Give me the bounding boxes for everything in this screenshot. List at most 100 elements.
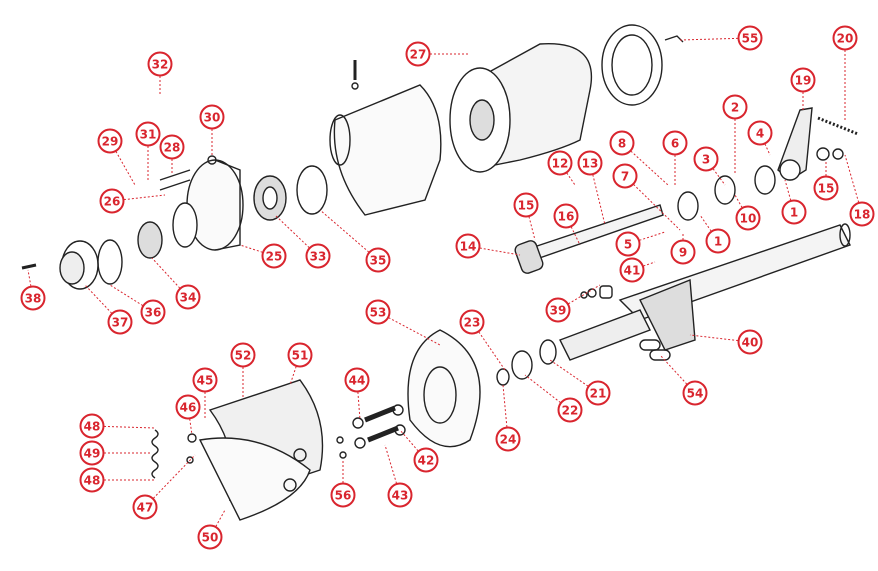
- callout-circle: [832, 25, 858, 51]
- callout-circle: [287, 342, 313, 368]
- bearing-bore: [262, 186, 278, 210]
- leader-line: [624, 175, 681, 231]
- callout-number: 24: [500, 433, 517, 447]
- dust-shield: [407, 329, 481, 448]
- callout-4: 4: [747, 120, 773, 146]
- callout-46: 46: [175, 394, 201, 420]
- callout-circle: [199, 104, 225, 130]
- callout-circle: [79, 413, 105, 439]
- callout-7: 7: [612, 163, 638, 189]
- callout-number: 4: [756, 127, 764, 141]
- callout-number: 15: [818, 182, 835, 196]
- callout-48: 48: [79, 413, 105, 439]
- callout-circle: [140, 299, 166, 325]
- abs-ring: [601, 24, 684, 106]
- callout-48: 48: [79, 467, 105, 493]
- callout-circle: [455, 233, 481, 259]
- callout-circle: [722, 94, 748, 120]
- callout-circle: [612, 163, 638, 189]
- callout-number: 53: [370, 306, 387, 320]
- callout-number: 48: [84, 420, 101, 434]
- callout-number: 16: [558, 210, 575, 224]
- callout-circle: [790, 67, 816, 93]
- callout-31: 31: [135, 121, 161, 147]
- callout-circle: [159, 134, 185, 160]
- callout-39: 39: [545, 297, 571, 323]
- leader-line: [356, 379, 361, 421]
- callout-number: 54: [687, 387, 704, 401]
- spindle-nuts: [496, 339, 557, 386]
- callout-16: 16: [553, 203, 579, 229]
- bearing-inner: [137, 221, 163, 259]
- parts-drawing: [21, 24, 859, 521]
- callout-circle: [387, 482, 413, 508]
- callout-51: 51: [287, 342, 313, 368]
- callout-number: 18: [854, 208, 871, 222]
- callout-1: 1: [781, 199, 807, 225]
- callout-circle: [577, 150, 603, 176]
- callout-32: 32: [147, 51, 173, 77]
- callout-number: 14: [460, 240, 477, 254]
- callout-circle: [459, 309, 485, 335]
- callout-24: 24: [495, 426, 521, 452]
- callout-52: 52: [230, 342, 256, 368]
- callout-47: 47: [132, 494, 158, 520]
- callout-circle: [553, 203, 579, 229]
- slack-adjuster: [777, 107, 859, 181]
- leader-line: [399, 429, 427, 461]
- washers: [580, 285, 613, 299]
- callout-49: 49: [79, 440, 105, 466]
- callout-circle: [693, 146, 719, 172]
- callout-number: 13: [582, 157, 599, 171]
- callout-38: 38: [20, 285, 46, 311]
- callout-36: 36: [140, 299, 166, 325]
- callout-40: 40: [737, 329, 763, 355]
- callout-number: 38: [25, 292, 42, 306]
- callout-circle: [737, 25, 763, 51]
- callout-circle: [413, 447, 439, 473]
- callout-circle: [330, 482, 356, 508]
- anchor-pins: [336, 404, 406, 459]
- callout-circle: [405, 41, 431, 67]
- callout-number: 1: [714, 235, 722, 249]
- callout-number: 49: [84, 447, 101, 461]
- callout-number: 36: [145, 306, 162, 320]
- callout-circle: [781, 199, 807, 225]
- callout-circle: [513, 192, 539, 218]
- callout-28: 28: [159, 134, 185, 160]
- callout-5: 5: [615, 231, 641, 257]
- callout-circle: [547, 150, 573, 176]
- callout-25: 25: [261, 243, 287, 269]
- callout-circle: [365, 247, 391, 273]
- callout-number: 19: [795, 74, 812, 88]
- callout-number: 33: [310, 250, 327, 264]
- callout-number: 22: [562, 404, 579, 418]
- callout-number: 28: [164, 141, 181, 155]
- callout-41: 41: [619, 257, 645, 283]
- callout-20: 20: [832, 25, 858, 51]
- callout-circle: [175, 284, 201, 310]
- callout-circle: [737, 329, 763, 355]
- axle-beam: [559, 223, 851, 361]
- callout-number: 35: [370, 254, 387, 268]
- callout-29: 29: [97, 128, 123, 154]
- callout-circle: [99, 188, 125, 214]
- callout-44: 44: [344, 367, 370, 393]
- callout-number: 31: [140, 128, 157, 142]
- callout-circle: [615, 231, 641, 257]
- hub-cap: [59, 240, 99, 290]
- callout-number: 7: [621, 170, 629, 184]
- callout-number: 44: [349, 374, 366, 388]
- callout-15: 15: [513, 192, 539, 218]
- callout-circle: [545, 297, 571, 323]
- callout-number: 46: [180, 401, 197, 415]
- callout-43: 43: [387, 482, 413, 508]
- callout-19: 19: [790, 67, 816, 93]
- callout-number: 6: [671, 137, 679, 151]
- callout-number: 9: [679, 246, 687, 260]
- brake-shoes: [198, 379, 324, 521]
- callout-number: 56: [335, 489, 352, 503]
- callout-number: 45: [197, 374, 214, 388]
- callout-number: 1: [790, 206, 798, 220]
